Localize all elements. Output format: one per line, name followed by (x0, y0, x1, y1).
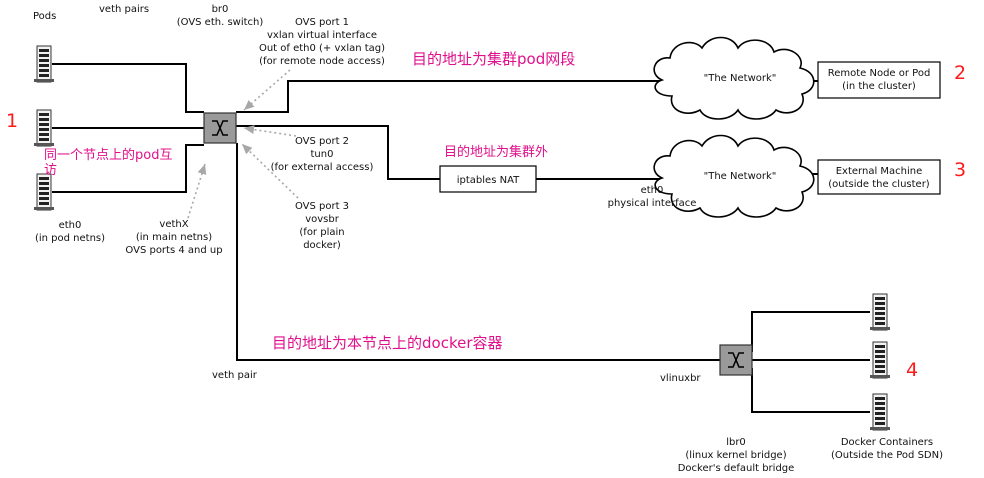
vlinuxbr-label: vlinuxbr (660, 373, 701, 384)
wire-pod3-br0 (52, 144, 204, 193)
docker-containers-sub: (Outside the Pod SDN) (831, 450, 943, 461)
marker-3: 3 (954, 159, 966, 181)
ovs-port2-line: OVS port 2 (295, 136, 349, 147)
container-server-icon (869, 341, 891, 379)
eth0-physical-label: eth0 (641, 185, 664, 196)
marker-4: 4 (906, 359, 918, 381)
lbr0-sub: Docker's default bridge (678, 463, 795, 474)
remote-node-box (817, 61, 941, 99)
ovs-port2-line: (for external access) (271, 162, 374, 173)
arrow-ovs-port2 (243, 125, 297, 137)
pod-server-icon (33, 173, 55, 211)
docker-containers-label: Docker Containers (841, 437, 933, 448)
external-machine-box (817, 159, 941, 195)
network-cloud-icon: "The Network" (653, 134, 815, 218)
ovs-port2-line: tun0 (311, 149, 334, 160)
container-server-icon (869, 293, 891, 331)
pod-server-icon (33, 109, 55, 147)
veth-pair-label: veth pair (212, 370, 258, 381)
eth0-physical-sub: physical interface (608, 198, 697, 209)
annotation-same-node-pods: 访 (44, 163, 57, 178)
annotation-local-docker: 目的地址为本节点上的docker容器 (272, 334, 503, 352)
pods-label: Pods (33, 11, 56, 22)
arrow-vethx (187, 163, 207, 219)
remote-node-title: Remote Node or Pod (828, 68, 931, 79)
ovs-port3-line: docker) (303, 240, 341, 251)
wire-pod1-br0 (52, 63, 204, 113)
network-cloud-label: "The Network" (704, 171, 777, 182)
lbr0-sub: (linux kernel bridge) (685, 450, 786, 461)
ovs-port1-line: (for remote node access) (259, 56, 385, 67)
connection-wires (52, 63, 870, 413)
annotation-outside-cluster: 目的地址为集群外 (444, 144, 548, 160)
pod-server-icon (33, 45, 55, 83)
eth0-pod-label: eth0 (59, 220, 82, 231)
wire-lbr0-containers (751, 311, 870, 413)
ovs-port3-line: OVS port 3 (295, 201, 349, 212)
container-server-icon (869, 393, 891, 431)
br0-switch-icon (203, 112, 237, 144)
br0-label: br0 (212, 4, 229, 15)
wire-br0-vlinuxbr (236, 143, 720, 361)
iptables-label: iptables NAT (457, 175, 520, 186)
vethx-sub: OVS ports 4 and up (125, 245, 222, 256)
veth-pairs-label: veth pairs (99, 4, 149, 15)
ovs-port3-line: vovsbr (305, 214, 340, 225)
wire-br0-iptables (236, 125, 440, 180)
marker-1: 1 (6, 110, 18, 132)
iptables-box (439, 165, 537, 193)
ovs-port1-line: vxlan virtual interface (267, 30, 377, 41)
eth0-pod-sub: (in pod netns) (35, 233, 105, 244)
remote-node-sub: (in the cluster) (842, 81, 916, 92)
network-cloud-icon: "The Network" (653, 36, 815, 120)
ovs-port1-line: Out of eth0 (+ vxlan tag) (259, 43, 385, 54)
annotation-same-node-pods: 同一个节点上的pod互 (44, 147, 172, 163)
network-cloud-label: "The Network" (704, 73, 777, 84)
annotation-cluster-pod-net: 目的地址为集群pod网段 (412, 50, 575, 68)
marker-2: 2 (954, 62, 966, 84)
wire-br0-remote (236, 80, 692, 113)
ovs-port3-line: (for plain (299, 227, 344, 238)
external-machine-sub: (outside the cluster) (828, 179, 930, 190)
port-pointer-arrows (187, 69, 299, 219)
external-machine-title: External Machine (836, 166, 923, 177)
lbr0-switch-icon (719, 344, 753, 376)
lbr0-label: lbr0 (726, 437, 746, 448)
arrow-ovs-port1 (243, 69, 291, 111)
ovs-port1-line: OVS port 1 (295, 17, 349, 28)
vethx-label: vethX (159, 219, 188, 230)
br0-sub-label: (OVS eth. switch) (177, 17, 264, 28)
vethx-sub: (in main netns) (136, 232, 212, 243)
